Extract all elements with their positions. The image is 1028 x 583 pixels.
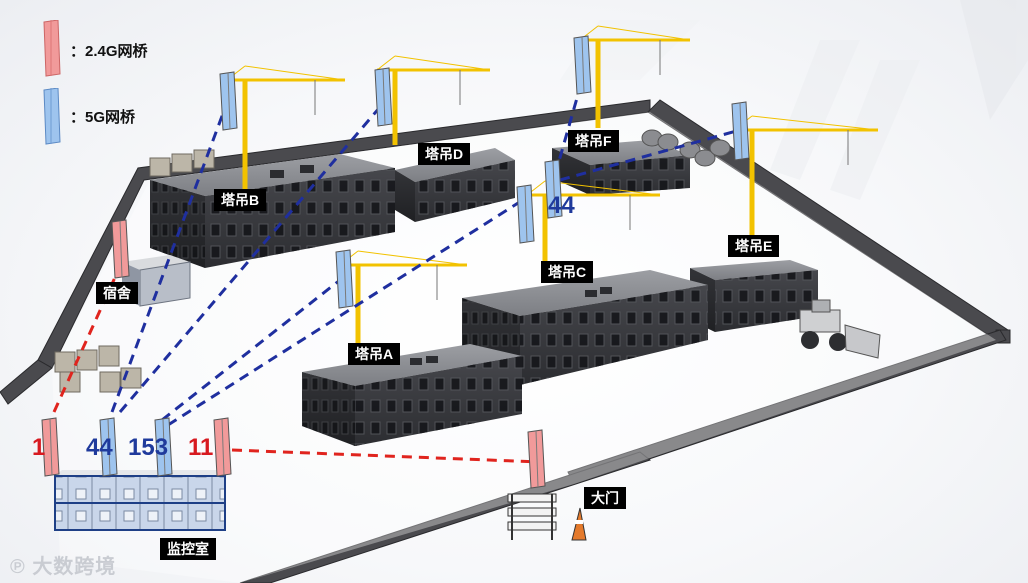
legend-24g-label: ：2.4G网桥 [70, 40, 148, 61]
count-11: 11 [188, 436, 213, 460]
watermark: ℗ 大数跨境 [10, 550, 116, 579]
bridge-crane-a [336, 250, 353, 308]
label-monitor-room: 监控室 [160, 538, 216, 560]
count-44-left: 44 [86, 436, 113, 460]
count-44-crane-c: 44 [548, 194, 575, 218]
label-tower-b: 塔吊B [214, 189, 266, 211]
bridge-gate [528, 430, 545, 488]
bridge-crane-b [220, 72, 237, 130]
label-tower-d: 塔吊D [418, 143, 470, 165]
gate-barrier [508, 494, 586, 540]
monitor-room-building [55, 470, 232, 530]
label-tower-e: 塔吊E [728, 235, 779, 257]
count-153: 153 [128, 436, 168, 460]
bridge-crane-f [574, 36, 591, 94]
bridge-crane-e [732, 102, 749, 160]
watermark-text: 大数跨境 [32, 556, 116, 578]
label-tower-f: 塔吊F [568, 130, 619, 152]
bridge-dorm [112, 220, 129, 278]
legend-24g-swatch [40, 20, 62, 78]
label-tower-c: 塔吊C [541, 261, 593, 283]
legend-5g-swatch [40, 88, 62, 146]
label-gate: 大门 [584, 487, 626, 509]
count-1: 1 [32, 436, 45, 460]
bridge-crane-d [375, 68, 392, 126]
bridge-crane-c [517, 185, 534, 243]
watermark-logo-icon: ℗ [10, 556, 26, 578]
label-dorm: 宿舍 [96, 282, 138, 304]
legend-5g-label: ：5G网桥 [70, 106, 135, 127]
bridge-control-11 [214, 418, 231, 476]
label-tower-a: 塔吊A [348, 343, 400, 365]
